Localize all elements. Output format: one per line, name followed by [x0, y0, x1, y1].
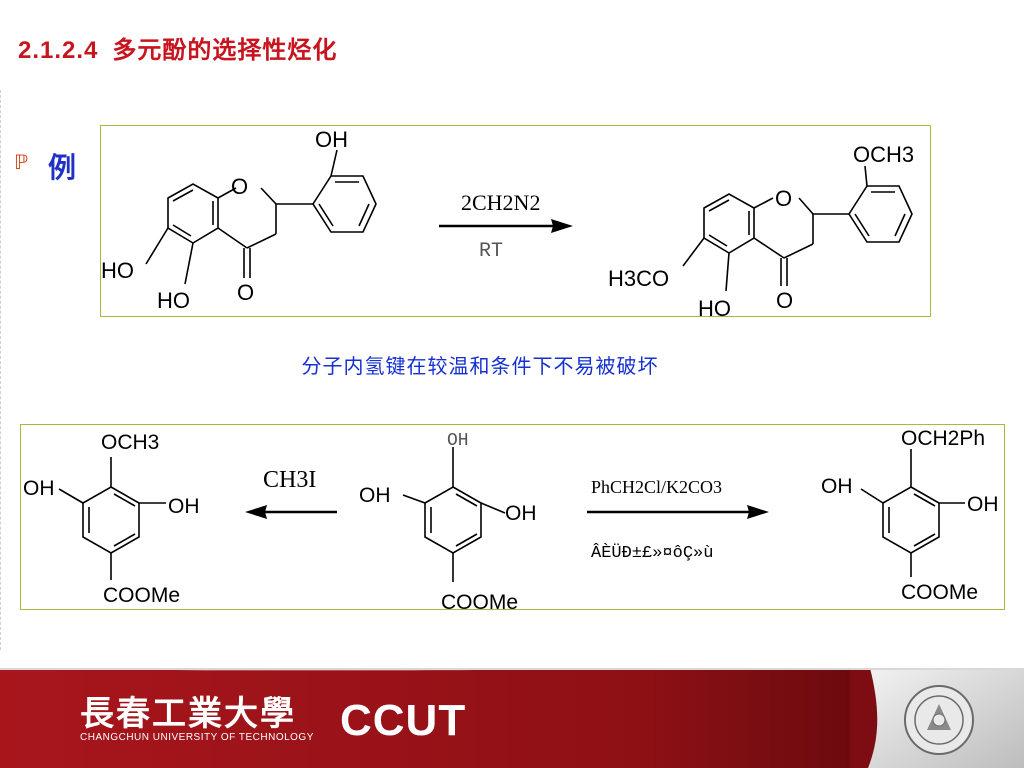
section-number: 2.1.2.4	[18, 37, 99, 64]
r1-arrow-head	[551, 219, 573, 233]
section-title: 多元酚的选择性烃化	[112, 37, 338, 64]
r2-right-condition: ÂÈÜÐ±£»¤ôÇ»ù	[591, 543, 713, 563]
r1-reactant-ho-left: HO	[101, 258, 134, 283]
footer-banner: 長春工業大學 CHANGCHUN UNIVERSITY OF TECHNOLOG…	[0, 668, 1024, 768]
footer-graphic	[0, 668, 1024, 768]
r2-right-arrow-head	[747, 505, 769, 519]
r1-product-ho: HO	[698, 296, 731, 316]
r1-condition: RT	[479, 240, 503, 263]
right-product-left: OH	[821, 475, 853, 498]
r1-product-och3: OCH3	[853, 142, 914, 167]
flavanone-reactant-skeleton	[145, 149, 377, 285]
r1-product-h3co: H3CO	[608, 266, 669, 291]
slide-left-guide	[0, 90, 2, 650]
reaction1-scheme: O OH HO HO O 2CH2N2 RT	[101, 127, 914, 321]
r1-reactant-oh-top: OH	[315, 127, 348, 152]
slide-title: 2.1.2.4 多元酚的选择性烃化	[18, 30, 337, 65]
reaction2-box: OCH3 OH OH COOMe CH3I OH OH OH COOMe PhC…	[20, 424, 1005, 614]
starting-left: OH	[359, 484, 391, 507]
left-product-bottom: COOMe	[103, 584, 180, 607]
right-product-top: OCH2Ph	[901, 427, 985, 450]
example-label: 例	[48, 151, 77, 184]
right-product-skeleton	[860, 449, 965, 577]
left-product-left: OH	[23, 477, 55, 500]
starting-material-skeleton	[402, 447, 506, 582]
r1-reactant-carbonyl-o: O	[237, 280, 254, 305]
r2-left-arrow-head	[245, 505, 267, 519]
starting-bottom: COOMe	[441, 591, 518, 609]
university-name-cn: 長春工業大學	[80, 694, 296, 734]
left-product-top: OCH3	[101, 431, 159, 454]
r1-product-carbonyl-o: O	[776, 288, 793, 313]
reaction2-scheme: OCH3 OH OH COOMe CH3I OH OH OH COOMe PhC…	[23, 427, 999, 614]
r1-reagent: 2CH2N2	[461, 190, 540, 215]
left-product-skeleton	[58, 457, 166, 580]
starting-right: OH	[505, 502, 537, 525]
university-name-en: CHANGCHUN UNIVERSITY OF TECHNOLOGY	[80, 732, 314, 743]
university-abbr: CCUT	[340, 696, 467, 745]
right-product-bottom: COOMe	[901, 581, 978, 604]
r1-reactant-ho-bottom: HO	[157, 288, 190, 313]
right-product-right: OH	[967, 493, 999, 516]
reaction1-note: 分子内氢键在较温和条件下不易被破坏	[301, 354, 659, 378]
r1-product-ring-o: O	[775, 186, 792, 211]
r2-right-reagent: PhCH2Cl/K2CO3	[591, 477, 722, 497]
r2-left-reagent: CH3I	[263, 467, 316, 493]
university-emblem	[904, 685, 974, 755]
bullet-icon: ℙ	[14, 150, 29, 174]
flavanone-product-skeleton	[682, 165, 913, 292]
r1-reactant-ring-o: O	[231, 174, 248, 199]
left-product-right: OH	[168, 495, 200, 518]
reaction1-box: O OH HO HO O 2CH2N2 RT	[100, 125, 931, 321]
starting-top: OH	[447, 431, 469, 451]
